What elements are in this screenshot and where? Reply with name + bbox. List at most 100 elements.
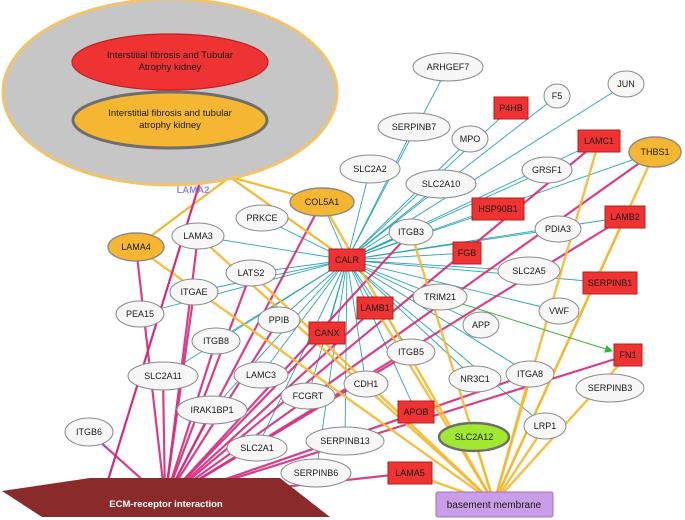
node-apob-label: APOB bbox=[403, 407, 428, 417]
node-hsp90b1-label: HSP90B1 bbox=[478, 204, 518, 214]
edge-calr-irak1bp1 bbox=[211, 259, 348, 411]
node-lamc3-shape bbox=[233, 361, 289, 389]
node-irak1bp1[interactable]: IRAK1BP1 bbox=[176, 395, 248, 425]
node-lama5-shape bbox=[387, 461, 433, 485]
node-mpo-shape bbox=[451, 125, 489, 153]
node-lamc1[interactable]: LAMC1 bbox=[577, 129, 621, 153]
node-prkce[interactable]: PRKCE bbox=[235, 204, 289, 232]
node-slc2a10[interactable]: SLC2A10 bbox=[405, 169, 477, 199]
node-lamb2-shape bbox=[604, 205, 646, 229]
node-trim21-label: TRIM21 bbox=[424, 292, 456, 302]
node-itga8[interactable]: ITGA8 bbox=[505, 360, 555, 388]
node-serpinb13[interactable]: SERPINB13 bbox=[305, 426, 385, 456]
node-slc2a5[interactable]: SLC2A5 bbox=[497, 256, 561, 286]
node-slc2a1[interactable]: SLC2A1 bbox=[226, 434, 288, 462]
node-serpinb3-label: SERPINB3 bbox=[588, 383, 633, 393]
node-lamb1-shape bbox=[356, 296, 394, 320]
ecm-receptor-interaction[interactable]: ECM-receptor interaction bbox=[2, 478, 330, 517]
node-app[interactable]: APP bbox=[462, 311, 500, 339]
node-fn1[interactable]: FN1 bbox=[613, 343, 643, 367]
node-fcgrt[interactable]: FCGRT bbox=[280, 382, 336, 410]
node-nr3c1-label: NR3C1 bbox=[460, 374, 490, 384]
node-pea15-label: PEA15 bbox=[126, 309, 154, 319]
node-hsp90b1[interactable]: HSP90B1 bbox=[471, 197, 525, 221]
node-slc2a12[interactable]: SLC2A12 bbox=[437, 421, 511, 453]
basement-membrane-shape bbox=[435, 491, 554, 518]
node-serpinb13-shape bbox=[305, 426, 385, 456]
node-mpo[interactable]: MPO bbox=[451, 125, 489, 153]
node-lats2[interactable]: LATS2 bbox=[225, 259, 277, 287]
node-itgb8[interactable]: ITGB8 bbox=[191, 327, 241, 355]
node-slc2a11-shape bbox=[127, 361, 199, 391]
edge-ecm-canx bbox=[164, 332, 328, 501]
node-nr3c1[interactable]: NR3C1 bbox=[448, 365, 502, 393]
node-vwf[interactable]: VWF bbox=[538, 297, 580, 325]
node-prkce-shape bbox=[235, 204, 289, 232]
node-pdia3-label: PDIA3 bbox=[545, 224, 571, 234]
node-canx[interactable]: CANX bbox=[308, 321, 346, 345]
node-lats2-label: LATS2 bbox=[238, 268, 265, 278]
node-serpinb1[interactable]: SERPINB1 bbox=[582, 271, 638, 295]
node-calr-shape bbox=[328, 248, 366, 272]
edge-base-itgb3 bbox=[409, 231, 496, 504]
node-slc2a12-shape bbox=[437, 421, 511, 453]
basement-membrane[interactable]: basement membrane bbox=[435, 491, 554, 518]
node-grsf1-label: GRSF1 bbox=[532, 165, 562, 175]
node-jun[interactable]: JUN bbox=[607, 70, 645, 98]
node-slc2a11[interactable]: SLC2A11 bbox=[127, 361, 199, 391]
node-col5a1[interactable]: COL5A1 bbox=[289, 187, 355, 217]
edge-base-lamb2 bbox=[492, 216, 627, 504]
node-fgb[interactable]: FGB bbox=[452, 241, 482, 265]
node-serpinb3[interactable]: SERPINB3 bbox=[575, 373, 645, 403]
edge-ecm-itgae bbox=[163, 291, 196, 501]
node-itga8-shape bbox=[505, 360, 555, 388]
node-fcgrt-shape bbox=[280, 382, 336, 410]
node-trim21[interactable]: TRIM21 bbox=[412, 283, 468, 311]
node-f5-shape bbox=[543, 83, 571, 109]
node-lrp1-label: LRP1 bbox=[534, 421, 557, 431]
node-lamc1-label: LAMC1 bbox=[584, 136, 614, 146]
node-hsp90b1-shape bbox=[471, 197, 525, 221]
edge-calr-itga8 bbox=[346, 259, 531, 375]
node-lamc3[interactable]: LAMC3 bbox=[233, 361, 289, 389]
node-itgae[interactable]: ITGAE bbox=[169, 278, 219, 306]
node-p4hb[interactable]: P4HB bbox=[493, 96, 529, 120]
node-serpinb6[interactable]: SERPINB6 bbox=[280, 458, 352, 488]
ecm-receptor-interaction-shape bbox=[2, 478, 330, 517]
node-cdh1-label: CDH1 bbox=[354, 379, 379, 389]
node-thbs1[interactable]: THBS1 bbox=[628, 136, 682, 168]
edge-calr-serpinb1 bbox=[346, 259, 611, 284]
node-pea15[interactable]: PEA15 bbox=[115, 300, 165, 328]
node-serpinb3-shape bbox=[575, 373, 645, 403]
node-itgb5[interactable]: ITGB5 bbox=[386, 338, 436, 366]
node-lamb2[interactable]: LAMB2 bbox=[604, 205, 646, 229]
node-serpinb1-shape bbox=[582, 271, 638, 295]
node-lama5[interactable]: LAMA5 bbox=[387, 461, 433, 485]
node-itgb6[interactable]: ITGB6 bbox=[64, 417, 114, 447]
node-f5[interactable]: F5 bbox=[543, 83, 571, 109]
node-serpinb7[interactable]: SERPINB7 bbox=[377, 112, 451, 142]
node-apob[interactable]: APOB bbox=[397, 400, 435, 424]
node-trim21-shape bbox=[412, 283, 468, 311]
node-lamb1[interactable]: LAMB1 bbox=[356, 296, 394, 320]
node-arhgef7[interactable]: ARHGEF7 bbox=[412, 52, 484, 82]
node-slc2a1-label: SLC2A1 bbox=[240, 443, 274, 453]
node-cdh1[interactable]: CDH1 bbox=[343, 370, 389, 398]
node-ppib[interactable]: PPIB bbox=[257, 306, 301, 334]
node-fcgrt-label: FCGRT bbox=[293, 391, 324, 401]
node-slc2a10-label: SLC2A10 bbox=[422, 179, 461, 189]
node-grsf1[interactable]: GRSF1 bbox=[521, 156, 573, 184]
node-itgb3[interactable]: ITGB3 bbox=[388, 218, 434, 246]
node-lama4[interactable]: LAMA4 bbox=[107, 232, 165, 262]
node-lrp1[interactable]: LRP1 bbox=[523, 412, 567, 440]
node-calr[interactable]: CALR bbox=[328, 248, 366, 272]
node-slc2a12-label: SLC2A12 bbox=[455, 432, 494, 442]
node-slc2a2[interactable]: SLC2A2 bbox=[339, 154, 401, 184]
node-lama3[interactable]: LAMA3 bbox=[171, 222, 225, 250]
edge-calr-slc2a1 bbox=[256, 259, 348, 449]
node-pdia3[interactable]: PDIA3 bbox=[534, 215, 582, 243]
